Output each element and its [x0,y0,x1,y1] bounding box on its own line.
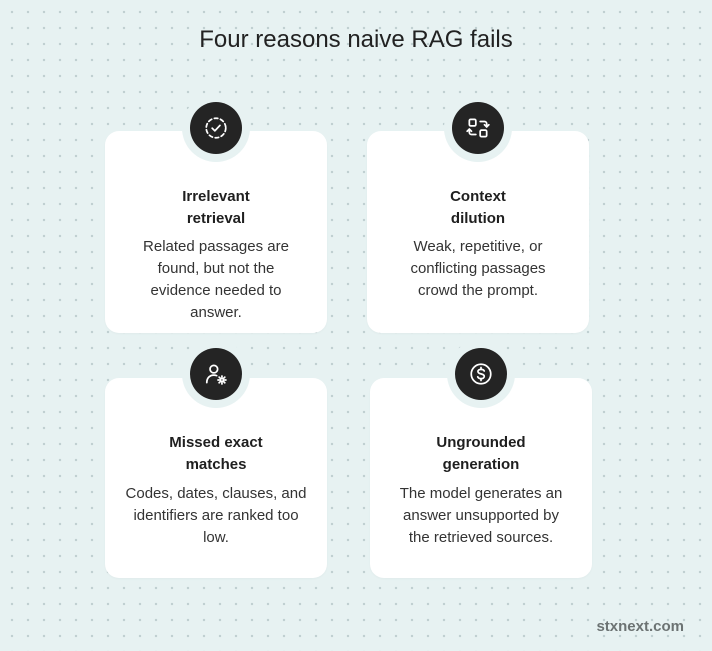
user-gear-icon [190,348,242,400]
dashed-circle-check-icon [190,102,242,154]
dollar-circle-icon [455,348,507,400]
swap-arrows-icon [452,102,504,154]
footer-brand: stxnext.com [596,618,684,635]
diagram-title: Four reasons naive RAG fails [199,26,513,53]
